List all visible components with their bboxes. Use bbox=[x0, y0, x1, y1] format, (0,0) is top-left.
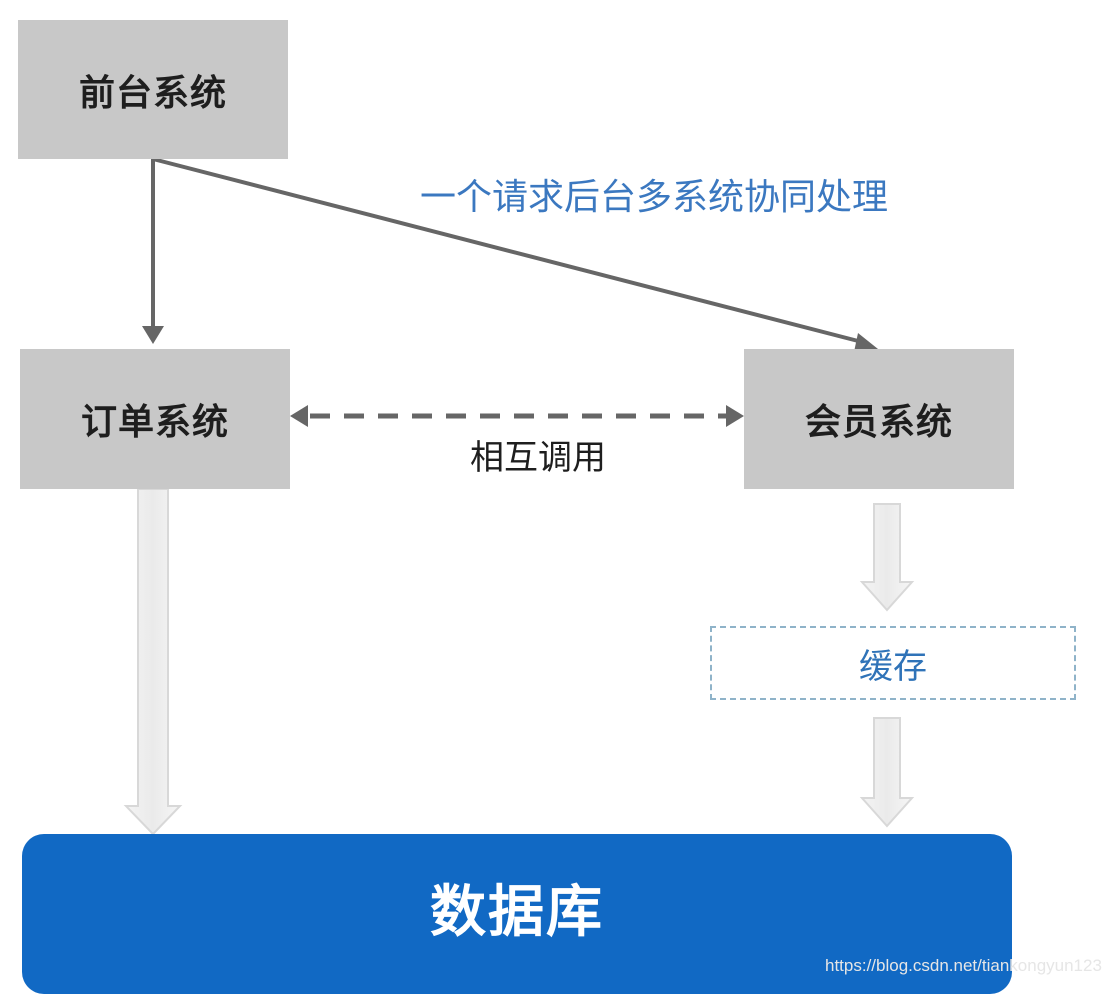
order-system-node: 订单系统 bbox=[20, 349, 290, 489]
member-system-node: 会员系统 bbox=[744, 349, 1014, 489]
source-watermark: https://blog.csdn.net/tiankongyun123 bbox=[825, 956, 1102, 975]
arrow-order-to-database bbox=[123, 488, 183, 836]
order-system-label: 订单系统 bbox=[80, 402, 229, 443]
cache-node: 缓存 bbox=[710, 626, 1076, 700]
frontend-system-node: 前台系统 bbox=[18, 20, 288, 159]
database-node: 数据库 bbox=[22, 834, 1012, 994]
frontend-system-label: 前台系统 bbox=[78, 72, 227, 114]
mutual-call-caption: 相互调用 bbox=[470, 438, 606, 478]
arrow-cache-to-database bbox=[859, 717, 915, 828]
member-system-label: 会员系统 bbox=[804, 402, 953, 443]
arrow-frontend-to-member bbox=[152, 157, 878, 352]
arrow-member-to-cache bbox=[859, 503, 915, 612]
database-label: 数据库 bbox=[430, 879, 604, 945]
cache-label: 缓存 bbox=[859, 646, 927, 687]
arrow-mutual-call bbox=[290, 405, 744, 427]
arrow-frontend-to-order bbox=[142, 159, 164, 344]
collaboration-caption: 一个请求后台多系统协同处理 bbox=[420, 177, 889, 218]
